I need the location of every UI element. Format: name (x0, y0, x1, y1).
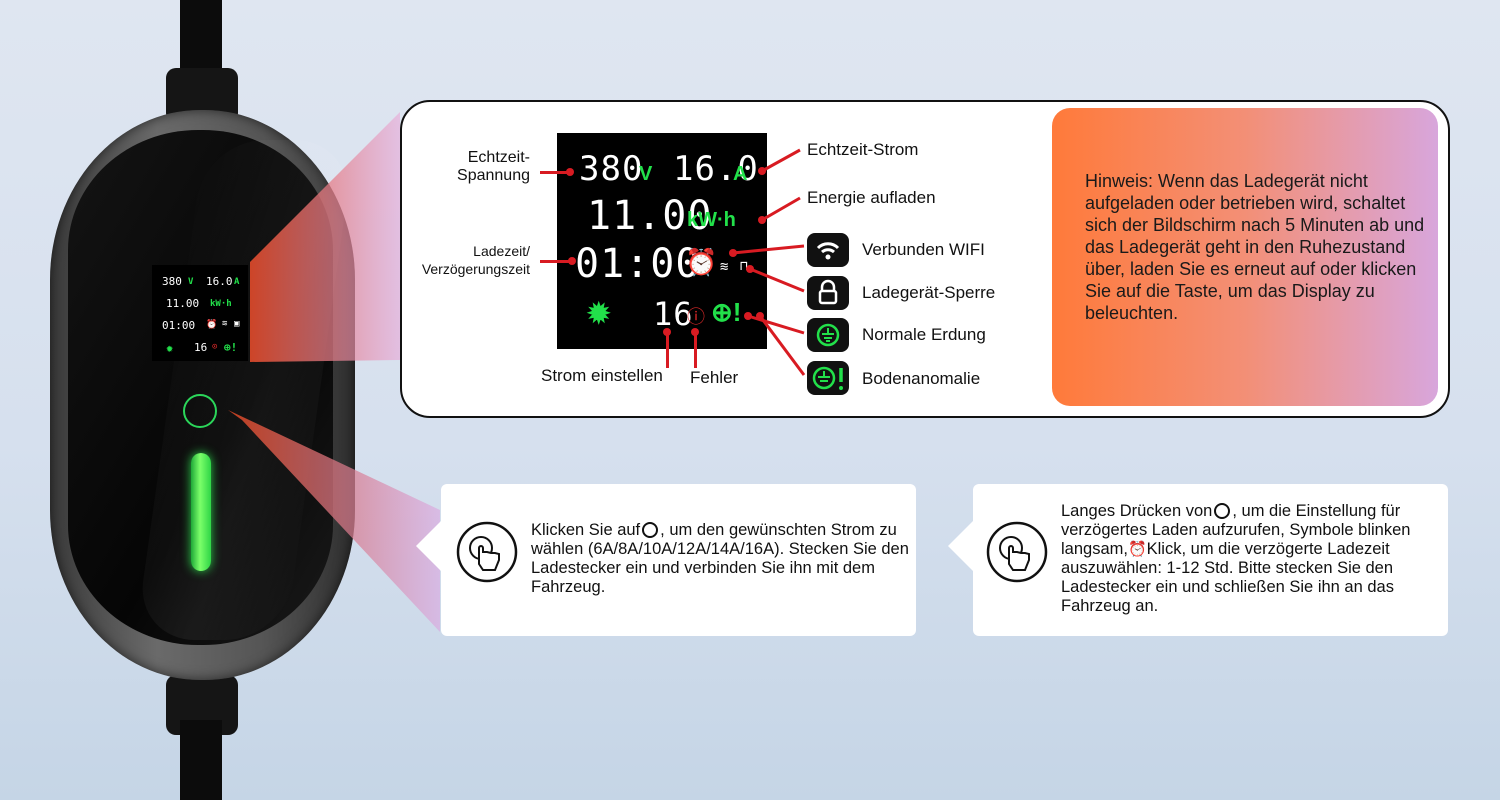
time-pointer-dot (568, 257, 576, 265)
lcd-energy-unit: kW·h (687, 209, 736, 231)
time-pointer (540, 260, 570, 263)
beam-display (250, 112, 400, 362)
lcd-voltage-unit: V (639, 163, 653, 185)
card-click (441, 484, 916, 636)
voltage-pointer (540, 171, 568, 174)
press-hand-icon (986, 521, 1048, 583)
mini-ground-icon: ⊕! (224, 341, 238, 354)
mini-sun-icon: ✹ (166, 341, 174, 355)
mini-time: 01:00 (162, 319, 196, 332)
cable-bottom (180, 720, 222, 800)
card-click-text: Klicken Sie auf, um den gewünschten Stro… (531, 521, 911, 597)
ground-warning-pointer (758, 315, 806, 376)
ground-icon (807, 318, 849, 352)
cable-top (180, 0, 222, 80)
mini-energy: 11.00 (166, 297, 200, 310)
card-longpress-notch (948, 520, 974, 572)
lcd-voltage: 380 (579, 149, 644, 189)
energy-pointer (761, 196, 801, 222)
card-longpress-text-part2: , um die Einstellung für verzögertes Lad… (1061, 502, 1411, 558)
mini-current: 16.0 (206, 275, 233, 288)
lcd-lock-icon: ⊓ (740, 259, 749, 274)
wifi-pointer (732, 244, 805, 255)
set-current-pointer-dot (663, 328, 671, 336)
fault-pointer (694, 332, 697, 368)
device-button-ring[interactable] (183, 394, 217, 428)
device-mini-display: 380 V 16.0 A 11.00 kW·h 01:00 ⏰ ≋ ▣ ✹ 16… (152, 265, 248, 361)
time-label-line1: Ladezeit/ (473, 243, 530, 259)
card-longpress-text-part1: Langes Drücken von (1061, 502, 1213, 520)
hint-box (1052, 108, 1438, 406)
energy-pointer-dot (758, 216, 766, 224)
ground-warning-pointer-dot (756, 312, 764, 320)
lcd-wifi-icon: ≋ (720, 259, 730, 275)
legend-ground-warning-label: Bodenanomalie (862, 369, 981, 388)
mini-current-unit: A (234, 277, 240, 287)
voltage-pointer-dot (566, 168, 574, 176)
mini-fault-icon: ⊙ (212, 342, 218, 352)
lcd-energy: 11.00 (587, 193, 713, 239)
mini-alarm-icon: ⏰ (206, 320, 218, 330)
ground-warning-icon (807, 361, 849, 395)
mini-voltage-unit: V (188, 277, 194, 287)
ground-pointer-dot (744, 312, 752, 320)
energy-label: Energie aufladen (807, 188, 936, 207)
lcd-current: 16.0 (673, 149, 759, 189)
mini-voltage: 380 (162, 275, 182, 288)
lcd-display: 380 V 16.0 A 11.00 kW·h 01:00 ⏰ ≋ ⊓ ✹ 16… (557, 133, 767, 349)
lcd-time: 01:00 (575, 241, 701, 287)
lock-pointer (749, 267, 805, 293)
lcd-set-current: 16 (653, 295, 694, 333)
lock-icon (807, 276, 849, 310)
wifi-pointer-dot (729, 249, 737, 257)
current-label: Echtzeit-Strom (807, 140, 919, 159)
time-label-line2: Verzögerungszeit (421, 261, 530, 277)
current-pointer-dot (758, 167, 766, 175)
alarm-clock-icon: ⏰ (685, 247, 718, 277)
mini-energy-unit: kW·h (210, 299, 232, 309)
ground-warning-icon: ⊕! (711, 297, 742, 327)
mini-set-current: 16 (194, 341, 208, 354)
card-click-text-part2: , um den gewünschten Strom zu wählen (6A… (531, 521, 909, 596)
mini-wifi-icon: ≋ (222, 319, 228, 329)
legend-lock-label: Ladegerät-Sperre (862, 283, 996, 302)
card-click-text-part1: Klicken Sie auf (531, 521, 641, 539)
set-current-pointer (666, 332, 669, 368)
legend-ground-label: Normale Erdung (862, 325, 986, 344)
sun-icon: ✹ (587, 298, 611, 329)
card-longpress-text: Langes Drücken von, um die Einstellung f… (1061, 502, 1441, 616)
alarm-clock-icon: ⏰ (1127, 541, 1147, 558)
button-circle-icon (642, 522, 659, 538)
voltage-label-line2: Spannung (457, 167, 530, 184)
card-longpress-text-part3: Klick, um die verzögerte Ladezeit auszuw… (1061, 540, 1394, 615)
current-pointer (761, 148, 801, 173)
lock-pointer-dot (746, 265, 754, 273)
fault-icon: ⓘ (687, 307, 706, 328)
hint-text: Hinweis: Wenn das Ladegerät nicht aufgel… (1085, 171, 1425, 323)
voltage-label-line1: Echtzeit- (467, 149, 530, 166)
set-current-label: Strom einstellen (541, 366, 663, 385)
tap-hand-icon (456, 521, 518, 583)
card-longpress (973, 484, 1448, 636)
button-circle-icon (1214, 503, 1231, 519)
charging-light-bar (191, 453, 211, 571)
lcd-current-unit: A (733, 163, 748, 185)
wifi-icon (807, 233, 849, 267)
card-click-notch (416, 520, 442, 572)
fault-label: Fehler (690, 368, 739, 387)
fault-pointer-dot (691, 328, 699, 336)
legend-wifi-label: Verbunden WIFI (862, 240, 985, 259)
mini-lock-icon: ▣ (234, 319, 240, 329)
beam-button (228, 410, 440, 632)
